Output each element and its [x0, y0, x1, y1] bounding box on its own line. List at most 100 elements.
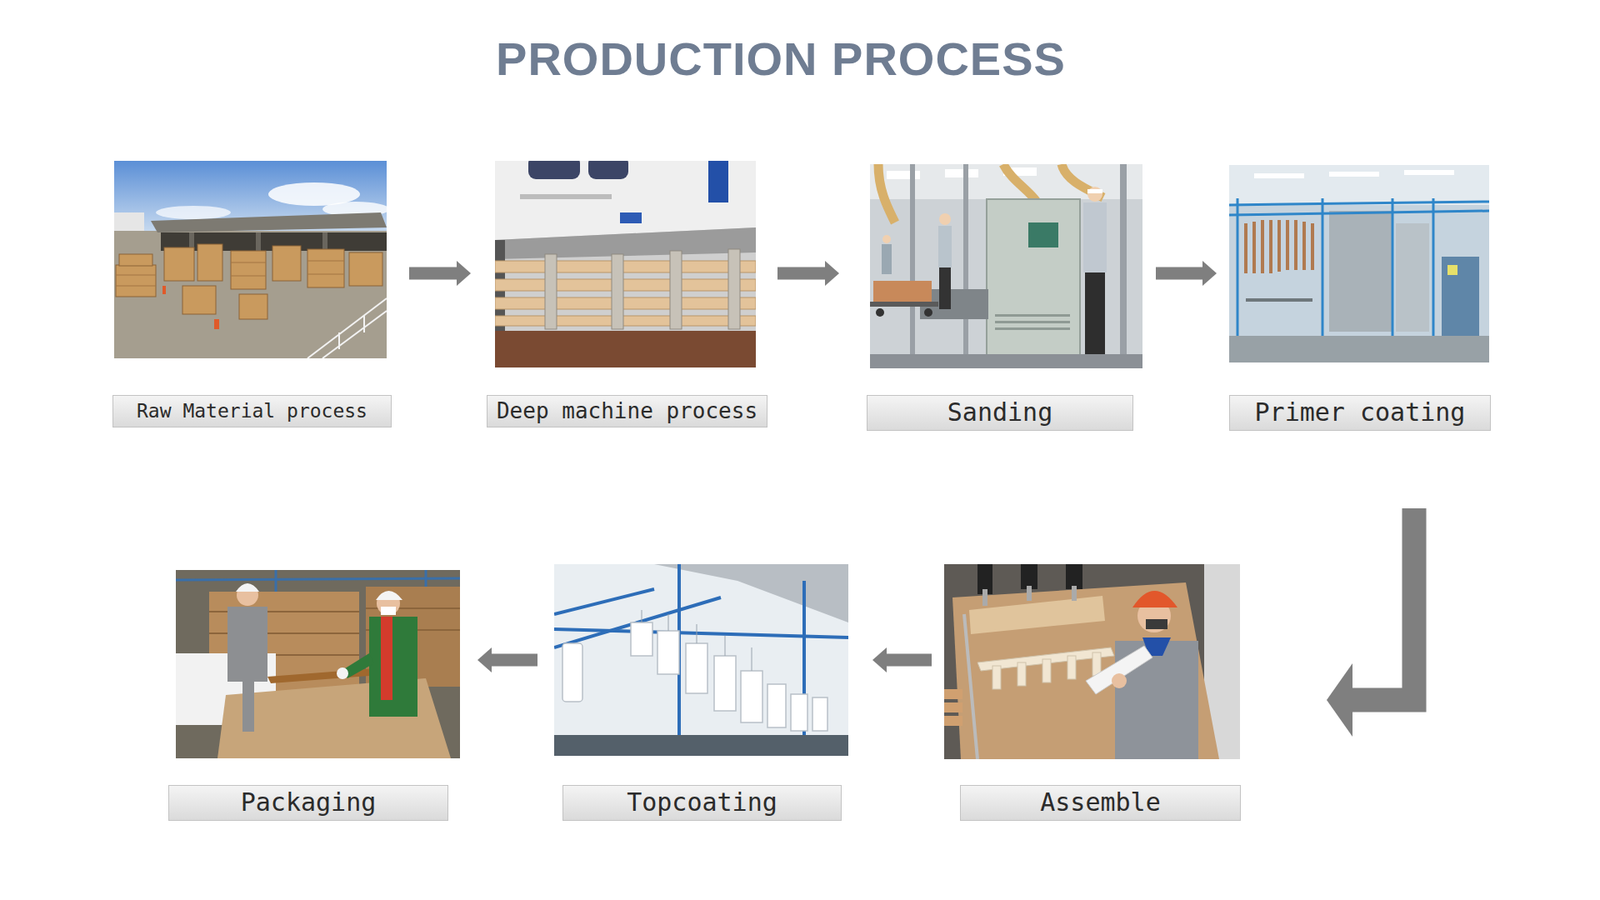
- lumber-yard-photo-part: [150, 212, 387, 233]
- machine-photo-part: [708, 160, 729, 203]
- step-label-bar: Deep machine process: [486, 395, 768, 428]
- sanding-photo-part: [995, 314, 1070, 330]
- topcoat-line-photo-part-part: [641, 610, 643, 623]
- assembly-photo-part-part: [944, 689, 963, 700]
- packaging-photo-part: [175, 570, 460, 759]
- packaging-photo: [175, 570, 460, 759]
- arrow-shaft: [777, 267, 825, 280]
- step-label: Primer coating: [1255, 398, 1466, 428]
- primer-line-photo-part-part: [1310, 223, 1315, 270]
- sanding-photo-part-part: [945, 169, 979, 178]
- assembly-photo-part-part: [944, 715, 963, 726]
- topcoat-line-photo-part: [554, 735, 849, 756]
- sanding-photo-part: [924, 308, 933, 317]
- topcoat-line-photo-part-part: [790, 694, 808, 731]
- topcoat-line-photo-part: [554, 564, 849, 756]
- lumber-yard-photo-part: [307, 298, 387, 359]
- topcoat-line-photo-part-part: [685, 643, 708, 694]
- lumber-yard-photo-part-part: [182, 285, 216, 315]
- sanding-photo-part: [1087, 186, 1103, 202]
- primer-line-photo-part-part: [1277, 220, 1281, 272]
- primer-line-photo-part-part: [1285, 220, 1290, 270]
- lumber-yard-photo-part-part: [115, 275, 156, 276]
- lumber-yard-photo-part-part: [115, 285, 156, 287]
- primer-line-photo-part-part: [1252, 221, 1256, 274]
- topcoat-line-photo-part: [562, 622, 828, 731]
- lumber-yard-photo-part: [115, 244, 383, 320]
- sanding-photo-part-part: [995, 314, 1070, 317]
- arrow-head: [456, 260, 471, 286]
- topcoat-line-photo-part-part: [740, 670, 763, 723]
- primer-line-photo-part-part: [1269, 220, 1273, 274]
- step-label: Packaging: [240, 788, 377, 818]
- machine-photo-part: [520, 194, 612, 200]
- lumber-yard-photo: [114, 160, 387, 359]
- machine-photo-part-part: [495, 260, 756, 273]
- assembly-photo-part-part: [944, 702, 963, 713]
- machine-photo-part-part: [495, 279, 756, 291]
- machine-photo-part: [545, 249, 740, 330]
- primer-line-photo-part-part: [1229, 201, 1490, 205]
- machine-photo-part: [495, 227, 756, 260]
- lumber-yard-photo-part: [114, 160, 387, 240]
- sanding-photo-part: [1083, 202, 1107, 273]
- topcoat-line-photo-part-part: [630, 622, 653, 656]
- step-label-bar: Raw Material process: [112, 395, 392, 428]
- topcoat-line-photo-part-part: [696, 624, 698, 644]
- flow-arrow: [477, 647, 538, 673]
- primer-line-photo-part: [1229, 165, 1490, 205]
- step-label-bar: Sanding: [866, 395, 1134, 431]
- sanding-photo-part: [870, 301, 939, 307]
- arrow-shaft: [491, 654, 538, 667]
- flow-arrow: [777, 260, 840, 286]
- step-label-bar: Topcoating: [562, 785, 842, 821]
- packaging-photo-part: [336, 667, 349, 680]
- topcoat-line-photo-part: [641, 610, 752, 671]
- sanding-photo: [870, 164, 1143, 369]
- arrow-shaft: [1352, 508, 1415, 700]
- sanding-photo-part: [1028, 222, 1059, 248]
- machine-photo-part-part: [495, 315, 756, 326]
- sanding-photo-part: [873, 280, 932, 302]
- sanding-photo-part: [1087, 189, 1103, 194]
- primer-line-photo-part: [1229, 165, 1490, 363]
- primer-line-photo-part-part: [1260, 220, 1265, 274]
- machine-photo-part: [588, 160, 629, 180]
- assembly-photo-part-part: [1020, 564, 1038, 590]
- lumber-yard-photo-part: [114, 230, 387, 359]
- sanding-photo-part-part: [963, 164, 969, 356]
- lumber-yard-photo-part-part: [272, 245, 301, 281]
- assembly-photo-part: [1132, 590, 1178, 608]
- sanding-photo-part: [875, 308, 885, 317]
- step-label: Topcoating: [626, 788, 778, 818]
- assembly-photo-part-part: [992, 665, 1001, 690]
- diagram-title: PRODUCTION PROCESS: [0, 33, 1562, 85]
- lumber-yard-photo-part: [162, 285, 166, 295]
- primer-line-photo: [1229, 165, 1490, 363]
- primer-line-photo-part: [1244, 220, 1315, 274]
- packaging-photo-part: [380, 616, 393, 700]
- arrow-head: [825, 260, 840, 286]
- primer-line-photo-part: [1447, 265, 1458, 275]
- lumber-yard-photo-part-part: [349, 252, 383, 286]
- primer-line-photo-part: [1395, 223, 1430, 332]
- topcoat-line-photo-part-part: [714, 655, 736, 711]
- packaging-photo-part: [235, 583, 260, 592]
- process-step: Packaging: [168, 570, 460, 818]
- packaging-photo-part: [375, 590, 403, 600]
- process-step: Raw Material process: [112, 160, 392, 428]
- machine-photo-part: [528, 160, 580, 180]
- machine-photo-part: [495, 260, 756, 326]
- lumber-yard-photo-part: [214, 319, 220, 330]
- topcoat-line-photo-part-part: [562, 643, 583, 702]
- sanding-photo-part: [870, 354, 1143, 369]
- step-label-bar: Assemble: [960, 785, 1241, 821]
- assembly-photo-part: [1145, 619, 1168, 630]
- step-label: Sanding: [947, 398, 1053, 428]
- process-step: Primer coating: [1229, 165, 1491, 428]
- primer-line-photo-part-part: [1294, 220, 1298, 270]
- arrow-head: [1202, 260, 1217, 286]
- lumber-yard-photo-part-part: [197, 244, 223, 281]
- arrow-head: [1326, 663, 1353, 737]
